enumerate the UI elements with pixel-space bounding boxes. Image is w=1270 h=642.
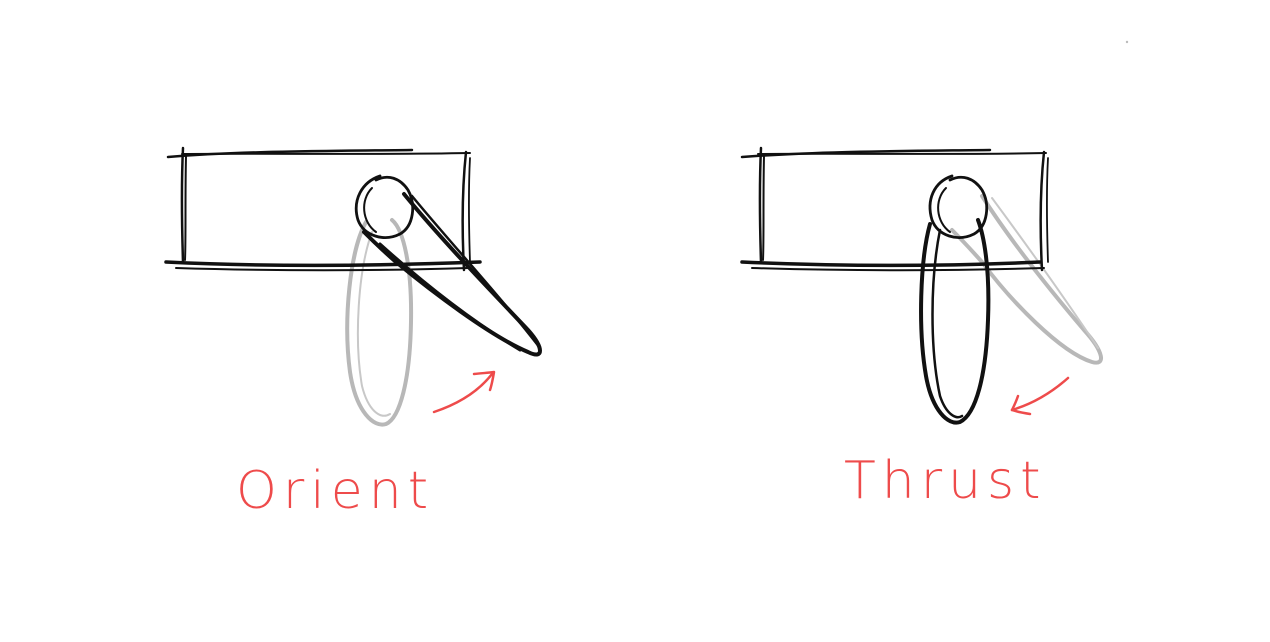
stray-speck	[1125, 40, 1129, 44]
rotated-finger-orient	[362, 192, 542, 357]
surface-rectangle-orient	[164, 146, 482, 272]
vertical-finger-thrust	[919, 218, 991, 425]
ghost-finger-thrust	[950, 194, 1103, 365]
knuckle-circle-thrust	[928, 174, 989, 239]
label-orient: Orient	[236, 461, 434, 521]
panel-thrust: Thrust	[740, 146, 1103, 511]
arrow-icon-orient	[432, 370, 496, 414]
ghost-finger-orient	[345, 218, 414, 427]
knuckle-circle-orient	[354, 174, 415, 239]
label-thrust: Thrust	[844, 451, 1047, 511]
arrow-icon-thrust	[1010, 376, 1070, 416]
surface-rectangle-thrust	[740, 146, 1049, 272]
panel-orient: Orient	[164, 146, 542, 521]
